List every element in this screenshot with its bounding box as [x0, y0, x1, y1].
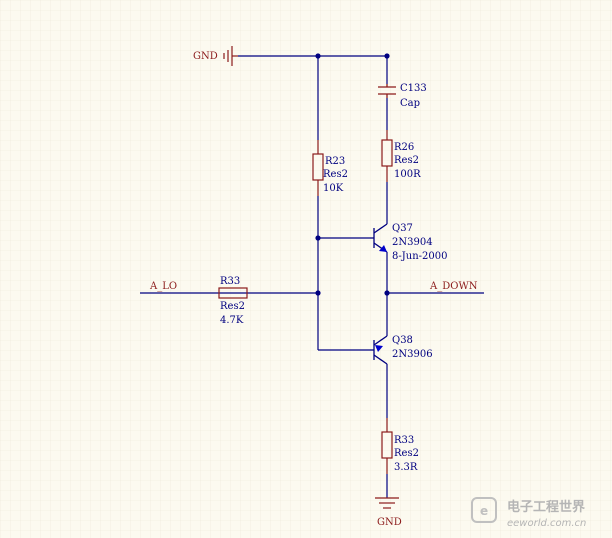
- r23-symbol: [312, 140, 324, 196]
- svg-text:e: e: [480, 504, 488, 518]
- r23-type: Res2: [323, 169, 348, 180]
- q38-emitter-arrow: [375, 345, 383, 352]
- gnd-bottom-label: GND: [377, 517, 402, 528]
- q38-symbol: [370, 335, 388, 365]
- q38-designator: Q38: [392, 335, 413, 346]
- eeworld-logo-icon: [471, 497, 497, 523]
- net-label-input: A_LO: [149, 281, 177, 292]
- r26-designator: R26: [394, 142, 414, 153]
- r33-output-value: 3.3R: [394, 462, 418, 473]
- r33-input-symbol: [218, 287, 248, 299]
- junctions: [315, 53, 390, 296]
- r26-value: 100R: [394, 169, 421, 180]
- r23-designator: R23: [325, 156, 345, 167]
- q37-designator: Q37: [392, 223, 413, 234]
- c133-designator: C133: [400, 83, 427, 94]
- junction-dot: [315, 53, 321, 59]
- r33-output-symbol: [381, 418, 393, 474]
- junction-dot: [315, 290, 321, 296]
- r33-input-designator: R33: [220, 276, 240, 287]
- q37-emitter-arrow: [379, 245, 387, 252]
- wires: [140, 55, 484, 498]
- c133-type: Cap: [400, 98, 420, 109]
- gnd-top-label: GND: [193, 51, 218, 62]
- gnd-bottom-symbol: [375, 497, 399, 509]
- net-label-output: A_DOWN: [429, 281, 478, 292]
- q37-date: 8-Jun-2000: [392, 251, 447, 262]
- junction-dot: [384, 290, 390, 296]
- r33-input-value: 4.7K: [220, 315, 244, 326]
- r33-input-type: Res2: [220, 301, 245, 312]
- junction-dot: [315, 235, 321, 241]
- q37-part: 2N3904: [392, 237, 433, 248]
- r23-value: 10K: [323, 183, 344, 194]
- r33-output-type: Res2: [394, 448, 419, 459]
- watermark-title: 电子工程世界: [507, 499, 585, 515]
- c133-symbol: [378, 84, 396, 98]
- r26-type: Res2: [394, 155, 419, 166]
- q38-part: 2N3906: [392, 349, 433, 360]
- gnd-top-symbol: [223, 46, 238, 66]
- r26-symbol: [381, 130, 393, 182]
- eeworld-logo: e 电子工程世界 eeworld.com.cn: [471, 497, 586, 529]
- junction-dot: [384, 53, 390, 59]
- r33-output-designator: R33: [394, 435, 414, 446]
- watermark-subtitle: eeworld.com.cn: [507, 518, 586, 529]
